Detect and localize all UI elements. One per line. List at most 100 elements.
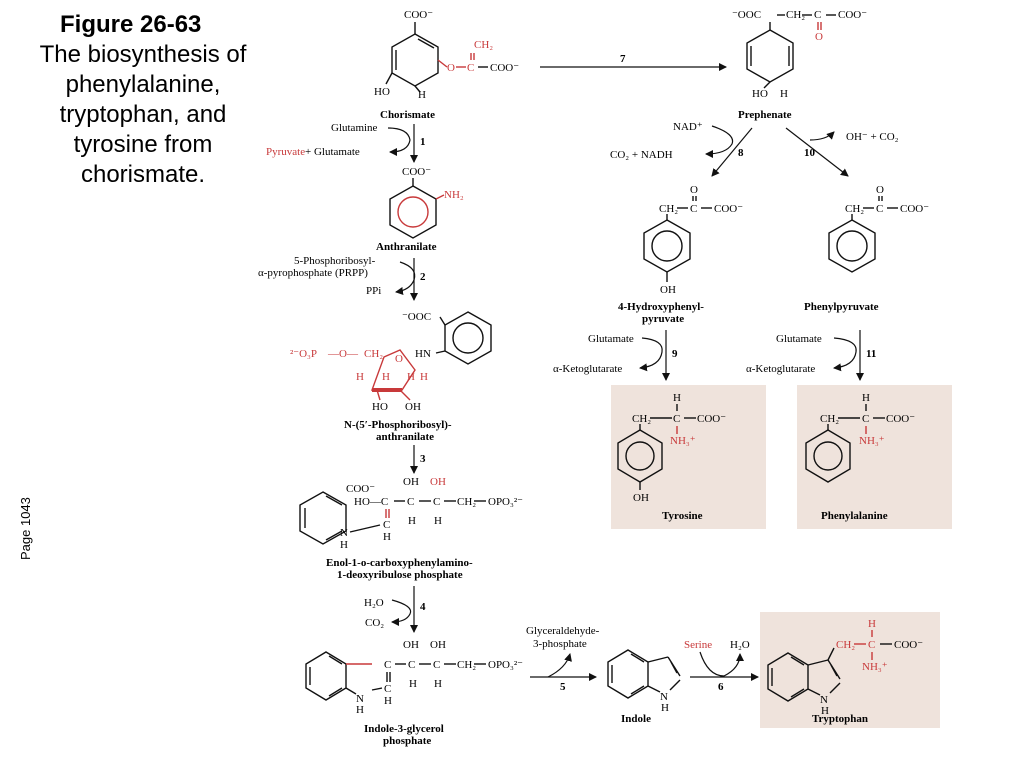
step-9-cofactor-arrow: [639, 337, 663, 372]
hpp-c: C: [690, 203, 697, 215]
igp-nh-h: H: [356, 704, 364, 716]
tryptophan-n: N: [820, 694, 828, 706]
prephenate-ho: HO: [752, 88, 768, 100]
enol-h3: H: [434, 515, 442, 527]
phenylalanine-box: [797, 385, 952, 529]
pp-label: Phenylpyruvate: [804, 301, 879, 313]
chorismate-side-chain-o: O: [447, 62, 455, 74]
prephenate-coo: COO⁻: [838, 9, 867, 21]
tyrosine-box: [611, 385, 766, 529]
chorismate-coo: COO⁻: [404, 9, 433, 21]
pra-label-line1: N-(5′-Phosphoribosyl)-: [344, 419, 452, 431]
chorismate-side-chain-c: C: [467, 62, 474, 74]
enol-label-line1: Enol-1-o-carboxyphenylamino-: [326, 557, 473, 569]
tryptophan-box: [760, 612, 940, 728]
igp-h3: H: [434, 678, 442, 690]
indole-glycerol-structure: N H C C H C OH H C OH H CH₂ OPO₃²⁻ Indol…: [305, 639, 523, 747]
step-11-cofactor-arrow: [833, 337, 857, 372]
step-9-number: 9: [672, 348, 678, 360]
igp-c3: C: [433, 659, 440, 671]
enol-opo3: OPO₃²⁻: [488, 496, 523, 508]
tyrosine-label: Tyrosine: [662, 510, 703, 522]
pra-label-line2: anthranilate: [376, 431, 434, 443]
enol-ho-c: HO—C: [354, 496, 388, 508]
reagent-glutamine: Glutamine: [331, 122, 378, 134]
prephenate-structure: ⁻OOC CH₂ C O COO⁻ HO H Prephenate: [732, 9, 867, 121]
pra-ring-o: O: [395, 353, 403, 365]
enol-ch2: CH₂: [457, 496, 476, 508]
pra-ooc: ⁻OOC: [402, 311, 431, 323]
tryptophan-nh3: NH₃⁺: [862, 661, 888, 673]
enol-oh3: OH: [430, 476, 446, 488]
chorismate-ho: HO: [374, 86, 390, 98]
igp-h2: H: [409, 678, 417, 690]
indole-structure: N H Indole: [607, 649, 681, 725]
hpp-coo: COO⁻: [714, 203, 743, 215]
igp-label-line1: Indole-3-glycerol: [364, 723, 444, 735]
phenylalanine-c: C: [862, 413, 869, 425]
step-6-number: 6: [718, 681, 724, 693]
prephenate-label: Prephenate: [738, 109, 792, 121]
pra-oh2: OH: [405, 401, 421, 413]
step-8-arrow: [711, 127, 753, 177]
prephenate-ch2: CH₂: [786, 9, 805, 21]
reagent-nad: NAD⁺: [673, 121, 703, 133]
anthranilate-structure: COO⁻ NH₂ Anthranilate: [376, 166, 464, 253]
hpp-ch2: CH₂: [659, 203, 678, 215]
step-2-arrow: [395, 261, 416, 295]
phenylpyruvate-structure: CH₂ C O COO⁻ Phenylpyruvate: [804, 184, 929, 313]
enol-coo: COO⁻: [346, 483, 375, 495]
step-7-number: 7: [620, 53, 626, 65]
hpp-label-line1: 4-Hydroxyphenyl-: [618, 301, 704, 313]
step-10-number: 10: [804, 147, 816, 159]
reagent-plus-glutamate: + Glutamate: [305, 146, 360, 158]
reagent-g3p-line2: 3-phosphate: [533, 638, 587, 650]
reagent-oh-co2: OH⁻ + CO₂: [846, 131, 899, 143]
igp-c2: C: [408, 659, 415, 671]
anthranilate-coo: COO⁻: [402, 166, 431, 178]
phenylalanine-nh3: NH₃⁺: [859, 435, 885, 447]
enol-c3: C: [433, 496, 440, 508]
pra-oh1: HO: [372, 401, 388, 413]
reagent-glutamate-step11: Glutamate: [776, 333, 822, 345]
chorismate-label: Chorismate: [380, 109, 435, 121]
hpp-o: O: [690, 184, 698, 196]
reagent-co2-nadh: CO₂ + NADH: [610, 149, 673, 161]
step-2-number: 2: [420, 271, 426, 283]
prephenate-ooc: ⁻OOC: [732, 9, 761, 21]
tyrosine-h: H: [673, 392, 681, 404]
phenylalanine-h: H: [862, 392, 870, 404]
tryptophan-structure: N H CH₂ C H COO⁻ NH₃⁺ Tryptophan: [767, 618, 923, 725]
enol-c2: C: [407, 496, 414, 508]
pra-h2: H: [382, 371, 390, 383]
step-5-number: 5: [560, 681, 566, 693]
prephenate-o: O: [815, 31, 823, 43]
chorismate-ch2: CH₂: [474, 39, 493, 51]
tyrosine-coo: COO⁻: [697, 413, 726, 425]
reagent-co2-step4: CO₂: [365, 617, 384, 629]
tyrosine-ch2: CH₂: [632, 413, 651, 425]
enol-c-ch: C: [383, 519, 390, 531]
step-5-g3p-arrow: [547, 653, 572, 678]
step-4-arrow: [391, 599, 412, 626]
igp-ch2: CH₂: [457, 659, 476, 671]
pp-o: O: [876, 184, 884, 196]
pp-ch2: CH₂: [845, 203, 864, 215]
phenylalanine-label: Phenylalanine: [821, 510, 888, 522]
chorismate-structure: COO⁻ HO H O C CH₂ COO⁻ Chorismate: [374, 9, 519, 121]
step-10-cofactor-arrow: [809, 131, 835, 141]
pp-coo: COO⁻: [900, 203, 929, 215]
enol-h-ch: H: [383, 531, 391, 543]
igp-h-ch: H: [384, 695, 392, 707]
prpp-anthranilate-structure: ⁻OOC HN ²⁻O₃P —O— CH₂ O H H H H HO OH N-…: [290, 311, 492, 443]
step-10-arrow: [785, 127, 849, 177]
step-1-number: 1: [420, 136, 426, 148]
reagent-h2o-step4: H₂O: [364, 597, 384, 609]
tyrosine-nh3: NH₃⁺: [670, 435, 696, 447]
tryptophan-label: Tryptophan: [812, 713, 868, 725]
enol-h2: H: [408, 515, 416, 527]
step-4-number: 4: [420, 601, 426, 613]
reagent-glutamate-step9: Glutamate: [588, 333, 634, 345]
enol-oh2: OH: [403, 476, 419, 488]
